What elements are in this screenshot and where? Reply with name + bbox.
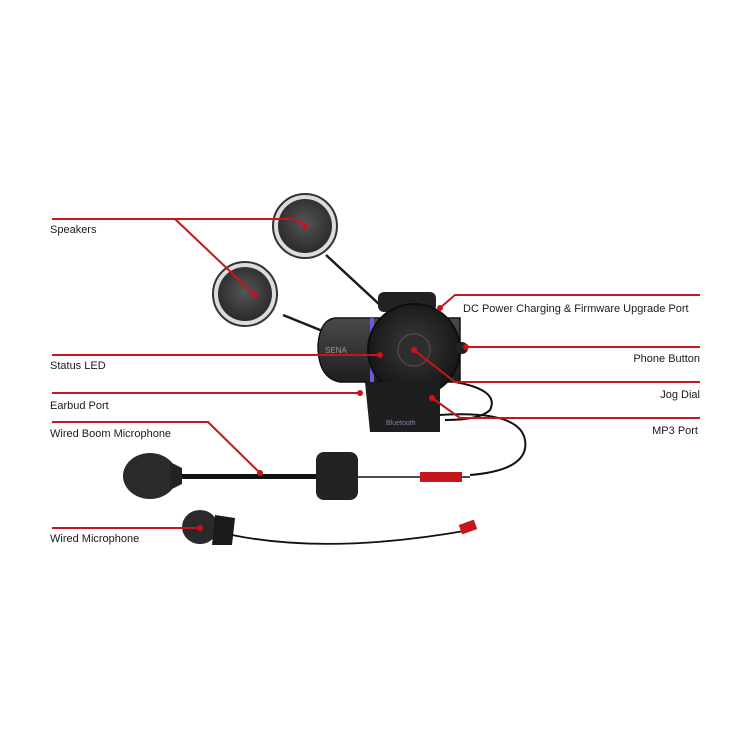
label-earbud-port: Earbud Port xyxy=(50,400,109,412)
label-phone-button: Phone Button xyxy=(633,353,700,365)
callout-lines xyxy=(52,218,700,529)
label-wired-boom-microphone: Wired Boom Microphone xyxy=(50,428,172,440)
speaker-cables xyxy=(282,254,381,334)
label-status-led: Status LED xyxy=(50,360,106,372)
label-jog-dial: Jog Dial xyxy=(660,389,700,401)
label-dc-power-port: DC Power Charging & Firmware Upgrade Por… xyxy=(463,303,689,315)
label-wired-microphone: Wired Microphone xyxy=(50,533,140,545)
wired-boom-microphone xyxy=(123,452,470,500)
speaker-bottom xyxy=(212,261,278,327)
headset-main-unit: SENA Bluetooth xyxy=(317,292,468,432)
bluetooth-logo: Bluetooth xyxy=(386,420,416,427)
label-speakers: Speakers xyxy=(50,224,97,236)
label-mp3-port: MP3 Port xyxy=(652,425,698,437)
mp3-cable xyxy=(439,381,527,476)
callout-dots xyxy=(197,223,469,531)
brand-logo: SENA xyxy=(325,346,347,355)
wired-microphone xyxy=(182,510,478,545)
